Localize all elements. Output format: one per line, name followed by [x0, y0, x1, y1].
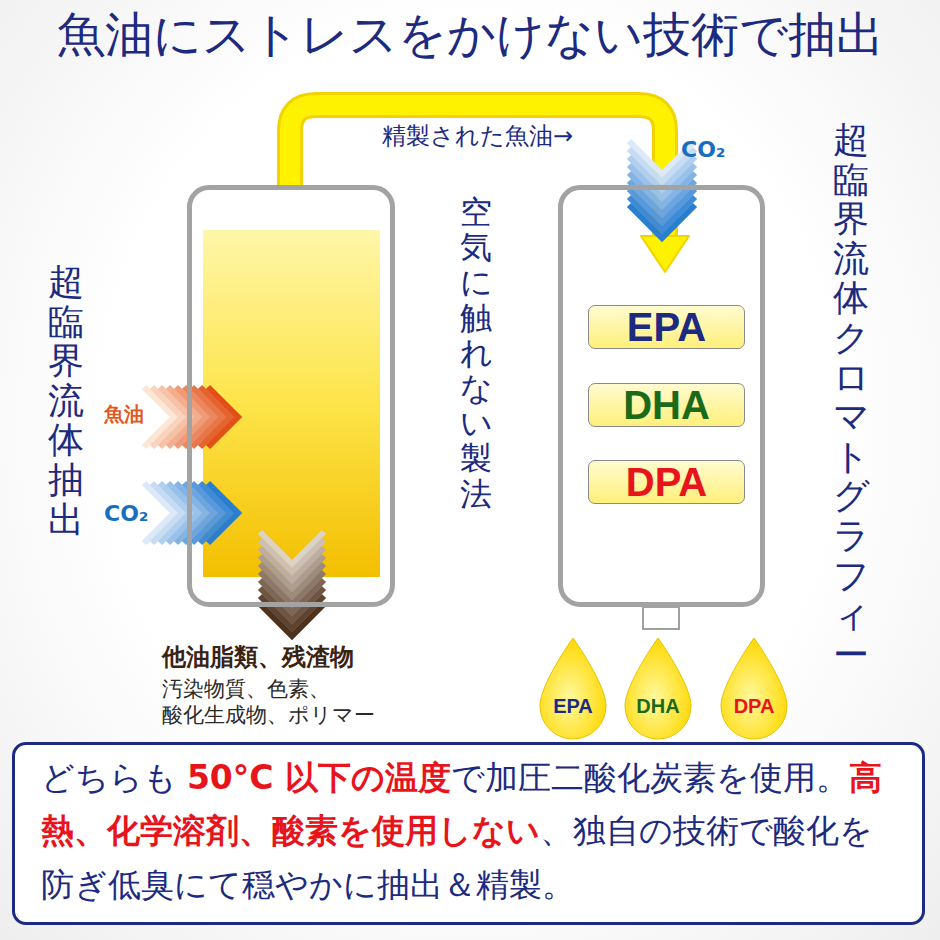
process-note: 空気に触れない製法: [460, 195, 492, 512]
oil-drop: EPA: [534, 636, 612, 740]
component-name: DHA: [623, 385, 710, 425]
edge-label: 精製された魚油→: [382, 121, 573, 151]
oil-fill: [203, 230, 380, 577]
vertical-label: 超臨界流体クロマトグラフィー: [833, 120, 869, 674]
vessel: 超臨界流体クロマトグラフィーEPADHADPA: [558, 185, 765, 607]
drop-shape: [715, 636, 793, 740]
body-text: で加圧二酸化炭素を使用。: [451, 758, 849, 797]
note-text: どちらも50°C 以下の温度で加圧二酸化炭素を使用。高熱、化学溶剤、酸素を使用し…: [41, 751, 900, 911]
drop-shape: [619, 636, 697, 740]
inlet-label: CO₂: [104, 500, 148, 528]
chevron-stroke: [629, 205, 695, 238]
component-box: EPA: [588, 305, 745, 349]
nozzle: [643, 607, 679, 629]
chevron-stroke: [260, 604, 324, 636]
title: 魚油にストレスをかけない技術で抽出: [0, 4, 940, 64]
note-box: どちらも50°C 以下の温度で加圧二酸化炭素を使用。高熱、化学溶剤、酸素を使用し…: [12, 742, 925, 925]
vessel: 超臨界流体抽出: [187, 185, 395, 607]
residue-heading: 他油脂類、残渣物: [162, 642, 354, 672]
drop-shape: [534, 636, 612, 740]
component-box: DHA: [588, 383, 745, 427]
residue-list: 汚染物質、色素、 酸化生成物、ポリマー: [162, 676, 394, 729]
drop-label: EPA: [534, 694, 612, 718]
drop-outline: [540, 638, 606, 739]
vertical-label: 超臨界流体抽出: [48, 262, 84, 539]
oil-drop: DHA: [619, 636, 697, 740]
component-name: EPA: [627, 307, 706, 347]
arrow-head: [641, 236, 689, 272]
oil-drop: DPA: [715, 636, 793, 740]
body-text: どちらも: [41, 758, 177, 797]
chevron-stroke: [208, 483, 238, 543]
component-name: DPA: [626, 462, 707, 502]
chevron-stroke: [208, 387, 238, 447]
inlet-label: CO₂: [681, 136, 725, 164]
component-box: DPA: [588, 460, 745, 504]
emphasis-text: 50°C 以下の温度: [187, 758, 451, 797]
drop-label: DHA: [619, 694, 697, 718]
drop-label: DPA: [715, 694, 793, 718]
drop-outline: [625, 638, 691, 739]
inlet-label: 魚油: [104, 402, 144, 427]
drop-outline: [721, 638, 787, 739]
